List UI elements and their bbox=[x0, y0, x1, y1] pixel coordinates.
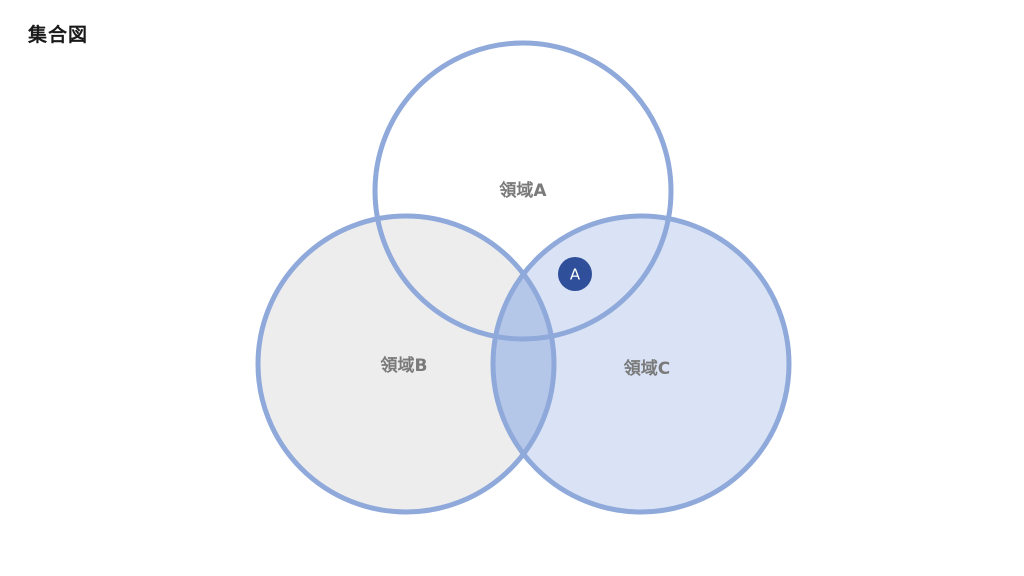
page-title: 集合図 bbox=[28, 24, 89, 46]
region-label-c: 領域C bbox=[624, 358, 670, 379]
marker-circle bbox=[558, 257, 592, 291]
region-label-a: 領域A bbox=[499, 180, 547, 201]
circle-outline-a bbox=[372, 40, 674, 342]
circle-outline-b bbox=[255, 213, 557, 515]
circle-outline-c bbox=[490, 213, 792, 515]
region-label-b: 領域B bbox=[381, 355, 428, 376]
marker-badge: A bbox=[558, 257, 592, 291]
circle-region-c bbox=[493, 216, 789, 512]
circle-region-b bbox=[258, 216, 554, 512]
marker-label: A bbox=[570, 266, 581, 284]
